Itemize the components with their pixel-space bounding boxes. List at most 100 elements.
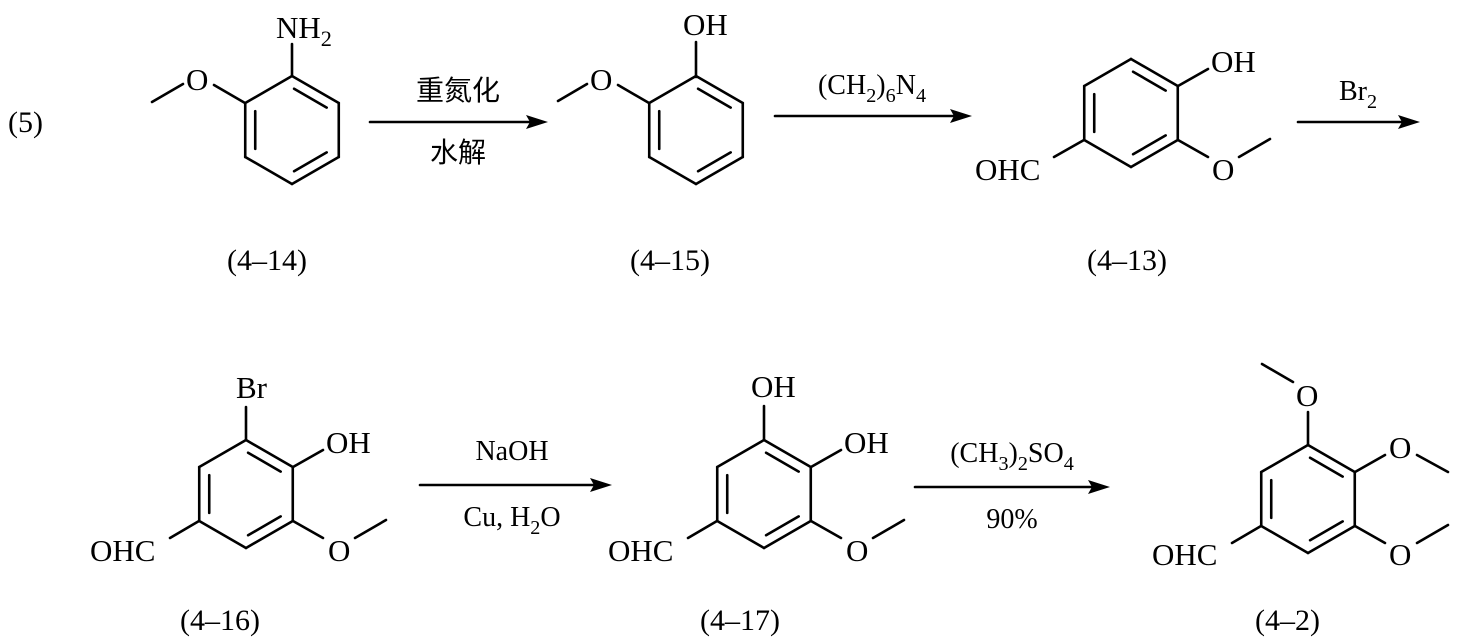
methoxy-oxygen: O — [590, 62, 612, 97]
bromo-group: Br — [236, 370, 268, 405]
benzene-ring — [1082, 57, 1180, 169]
compound-label: (4–16) — [180, 604, 260, 637]
reagent-below: 水解 — [430, 137, 486, 169]
ring-bond — [1082, 138, 1133, 169]
bond — [1176, 138, 1210, 159]
ring-bond — [762, 519, 813, 550]
ring-bond — [694, 74, 745, 105]
ring-bond — [647, 155, 698, 186]
reaction-arrow-2: (CH2)6N4 — [773, 70, 972, 123]
ring-bond — [1129, 138, 1180, 169]
reaction-arrow-4: NaOH Cu, H2O — [418, 436, 612, 539]
compound-label: (4–15) — [630, 244, 710, 277]
benzene-ring — [197, 438, 295, 550]
ring-bond — [1259, 524, 1310, 555]
bond — [686, 519, 719, 540]
hydroxyl-group: OH — [844, 425, 889, 460]
reaction-arrow-1: 重氮化 水解 — [368, 75, 548, 169]
benzene-ring — [715, 438, 813, 550]
aldehyde-group: OHC — [90, 533, 155, 568]
double-bond-line — [292, 151, 328, 173]
double-bond-line — [1131, 134, 1167, 156]
bond — [1230, 524, 1263, 545]
reagent-above: (CH3)2SO4 — [950, 438, 1074, 475]
bond — [1176, 67, 1210, 88]
hydroxyl-group: OH — [326, 425, 371, 460]
compound-4-14: NH2 O (4–14) — [150, 10, 341, 277]
compound-label: (4–13) — [1087, 244, 1167, 277]
compound-4-15: OH O (4–15) — [556, 7, 745, 277]
ring-bond — [1259, 443, 1310, 474]
bond — [616, 83, 651, 105]
bond — [168, 519, 201, 540]
compound-label: (4–2) — [1255, 604, 1320, 637]
ring-bond — [762, 438, 813, 469]
reaction-arrow-3: Br2 — [1296, 76, 1420, 129]
compound-label: (4–17) — [700, 604, 780, 637]
hydroxyl-group: OH — [1211, 44, 1256, 79]
ring-bond — [715, 519, 766, 550]
benzene-ring — [1259, 443, 1357, 555]
ring-bond — [647, 74, 698, 105]
double-bond-line — [764, 451, 800, 473]
bond — [1353, 453, 1387, 474]
bond — [809, 519, 843, 540]
reagent-above: (CH2)6N4 — [818, 70, 926, 107]
double-bond-line — [764, 515, 800, 537]
ring-bond — [1306, 443, 1357, 474]
double-bond-line — [246, 515, 282, 537]
bond — [556, 82, 589, 103]
bond — [1260, 362, 1295, 384]
bond — [1052, 138, 1086, 159]
hydroxyl-group: OH — [751, 369, 796, 404]
ring-bond — [1306, 524, 1357, 555]
methoxy-oxygen: O — [1296, 378, 1318, 413]
reagent-above: Br2 — [1339, 76, 1377, 113]
compound-4-17: OH OH O OHC (4–17) — [608, 369, 906, 637]
ring-bond — [197, 438, 248, 469]
scheme-number: (5) — [8, 106, 43, 139]
double-bond-line — [1308, 520, 1344, 542]
methoxy-oxygen: O — [328, 533, 350, 568]
double-bond-line — [1131, 70, 1167, 92]
methoxy-oxygen: O — [1389, 430, 1411, 465]
benzene-ring — [647, 74, 745, 186]
ring-bond — [290, 155, 341, 186]
bond — [1353, 524, 1387, 545]
reagent-above: NaOH — [475, 436, 548, 467]
reagent-below: Cu, H2O — [463, 502, 560, 539]
reagent-above: 重氮化 — [416, 75, 500, 107]
bond — [212, 83, 247, 105]
bond — [809, 448, 843, 469]
ring-bond — [243, 74, 294, 105]
double-bond-line — [292, 87, 328, 109]
compound-4-13: OH O OHC (4–13) — [975, 44, 1272, 277]
ring-bond — [694, 155, 745, 186]
aldehyde-group: OHC — [1152, 537, 1217, 572]
ring-bond — [244, 438, 295, 469]
bond — [871, 518, 906, 540]
ring-bond — [244, 519, 295, 550]
ring-bond — [1082, 57, 1133, 88]
bond — [291, 448, 325, 469]
methoxy-oxygen: O — [186, 62, 208, 97]
aldehyde-group: OHC — [975, 152, 1040, 187]
compound-4-16: Br OH O OHC (4–16) — [90, 370, 388, 637]
bond — [1415, 453, 1450, 474]
double-bond-line — [246, 451, 282, 473]
amino-group: NH2 — [276, 10, 332, 51]
methoxy-oxygen: O — [1212, 152, 1234, 187]
methoxy-oxygen: O — [846, 533, 868, 568]
ring-bond — [243, 155, 294, 186]
bond — [150, 82, 185, 104]
bond — [1237, 137, 1272, 159]
ring-bond — [1129, 57, 1180, 88]
double-bond-line — [1308, 456, 1344, 478]
methoxy-oxygen: O — [1389, 537, 1411, 572]
hydroxyl-group: OH — [683, 7, 728, 42]
reaction-arrow-5: (CH3)2SO4 90% — [913, 438, 1110, 535]
compound-4-2: O O O OHC (4–2) — [1152, 362, 1450, 637]
aldehyde-group: OHC — [608, 533, 673, 568]
